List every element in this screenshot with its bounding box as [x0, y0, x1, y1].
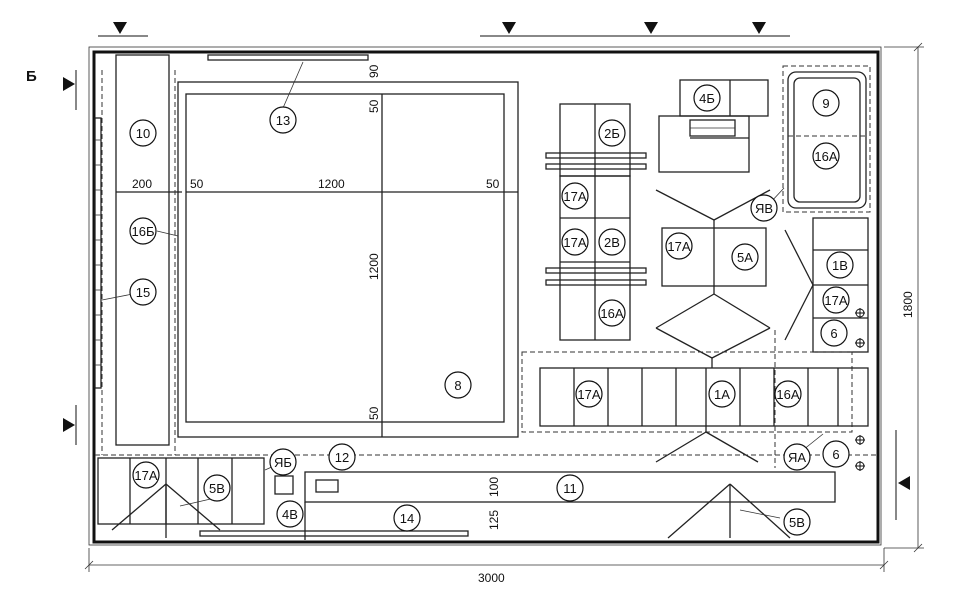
radiators [94, 70, 103, 455]
marker-yav: ЯВ [755, 201, 773, 216]
marker-17a-6: 17А [134, 468, 157, 483]
marker-circles [129, 84, 854, 536]
marker-10: 10 [136, 126, 150, 141]
dim-tile-width: 1200 [318, 177, 345, 191]
marker-17a-5: 17А [577, 387, 600, 402]
marker-9: 9 [822, 96, 829, 111]
room-walls [88, 46, 882, 546]
equipment-4b [658, 79, 769, 173]
marker-15: 15 [136, 285, 150, 300]
marker-16b: 16Б [132, 224, 155, 239]
marker-13: 13 [276, 113, 290, 128]
dim-bottom-125: 125 [487, 510, 501, 530]
dim-bottom-100: 100 [487, 477, 501, 497]
section-label: Б [26, 68, 37, 85]
dim-tile-height: 1200 [367, 253, 381, 280]
heater-13 [207, 54, 369, 61]
marker-16a-top: 16А [814, 149, 837, 164]
marker-5v-right: 5В [789, 515, 805, 530]
dim-overall-height: 1800 [901, 291, 915, 318]
equipment-1v-column [784, 217, 869, 353]
marker-yaa: ЯА [788, 450, 806, 465]
marker-1v: 1В [832, 258, 848, 273]
marker-6-bottom: 6 [832, 447, 839, 462]
left-strip [115, 54, 519, 455]
marker-6-top: 6 [830, 326, 837, 341]
equipment-1a-counter [521, 351, 869, 463]
marker-5a: 5А [737, 250, 753, 265]
marker-8: 8 [454, 378, 461, 393]
dim-gap-right: 50 [486, 177, 500, 191]
marker-17a-1: 17А [563, 189, 586, 204]
marker-yab: ЯБ [274, 455, 292, 470]
leader-lines [101, 61, 824, 519]
marker-12: 12 [335, 450, 349, 465]
marker-labels: 10 13 16Б 15 8 2Б 17А 17А 2В 16А 4Б 9 16… [132, 91, 848, 530]
dim-top-50: 50 [367, 99, 381, 113]
marker-1a: 1А [714, 387, 730, 402]
marker-17a-2: 17А [563, 235, 586, 250]
marker-16a-bottom: 16А [776, 387, 799, 402]
section-markers [63, 22, 910, 520]
outlet-symbols [855, 308, 865, 471]
marker-17a-3: 17А [667, 239, 690, 254]
marker-2v: 2В [604, 235, 620, 250]
bottom-area [95, 330, 878, 540]
dim-strip: 200 [132, 177, 152, 191]
marker-14: 14 [400, 511, 414, 526]
marker-4v: 4В [282, 507, 298, 522]
marker-5v-left: 5В [209, 481, 225, 496]
equipment-9 [782, 65, 871, 213]
marker-4b: 4Б [699, 91, 715, 106]
marker-17a-4: 17А [824, 293, 847, 308]
marker-2b: 2Б [604, 126, 620, 141]
dim-top-90: 90 [367, 64, 381, 78]
dim-overall-width: 3000 [478, 571, 505, 585]
marker-16a-mid: 16А [600, 306, 623, 321]
central-equipment-column [545, 103, 647, 341]
overall-dimension-lines [84, 42, 924, 572]
equipment-5a [655, 189, 771, 359]
dim-gap-left: 50 [190, 177, 204, 191]
marker-11: 11 [563, 481, 577, 496]
dim-bottom-50: 50 [367, 406, 381, 420]
